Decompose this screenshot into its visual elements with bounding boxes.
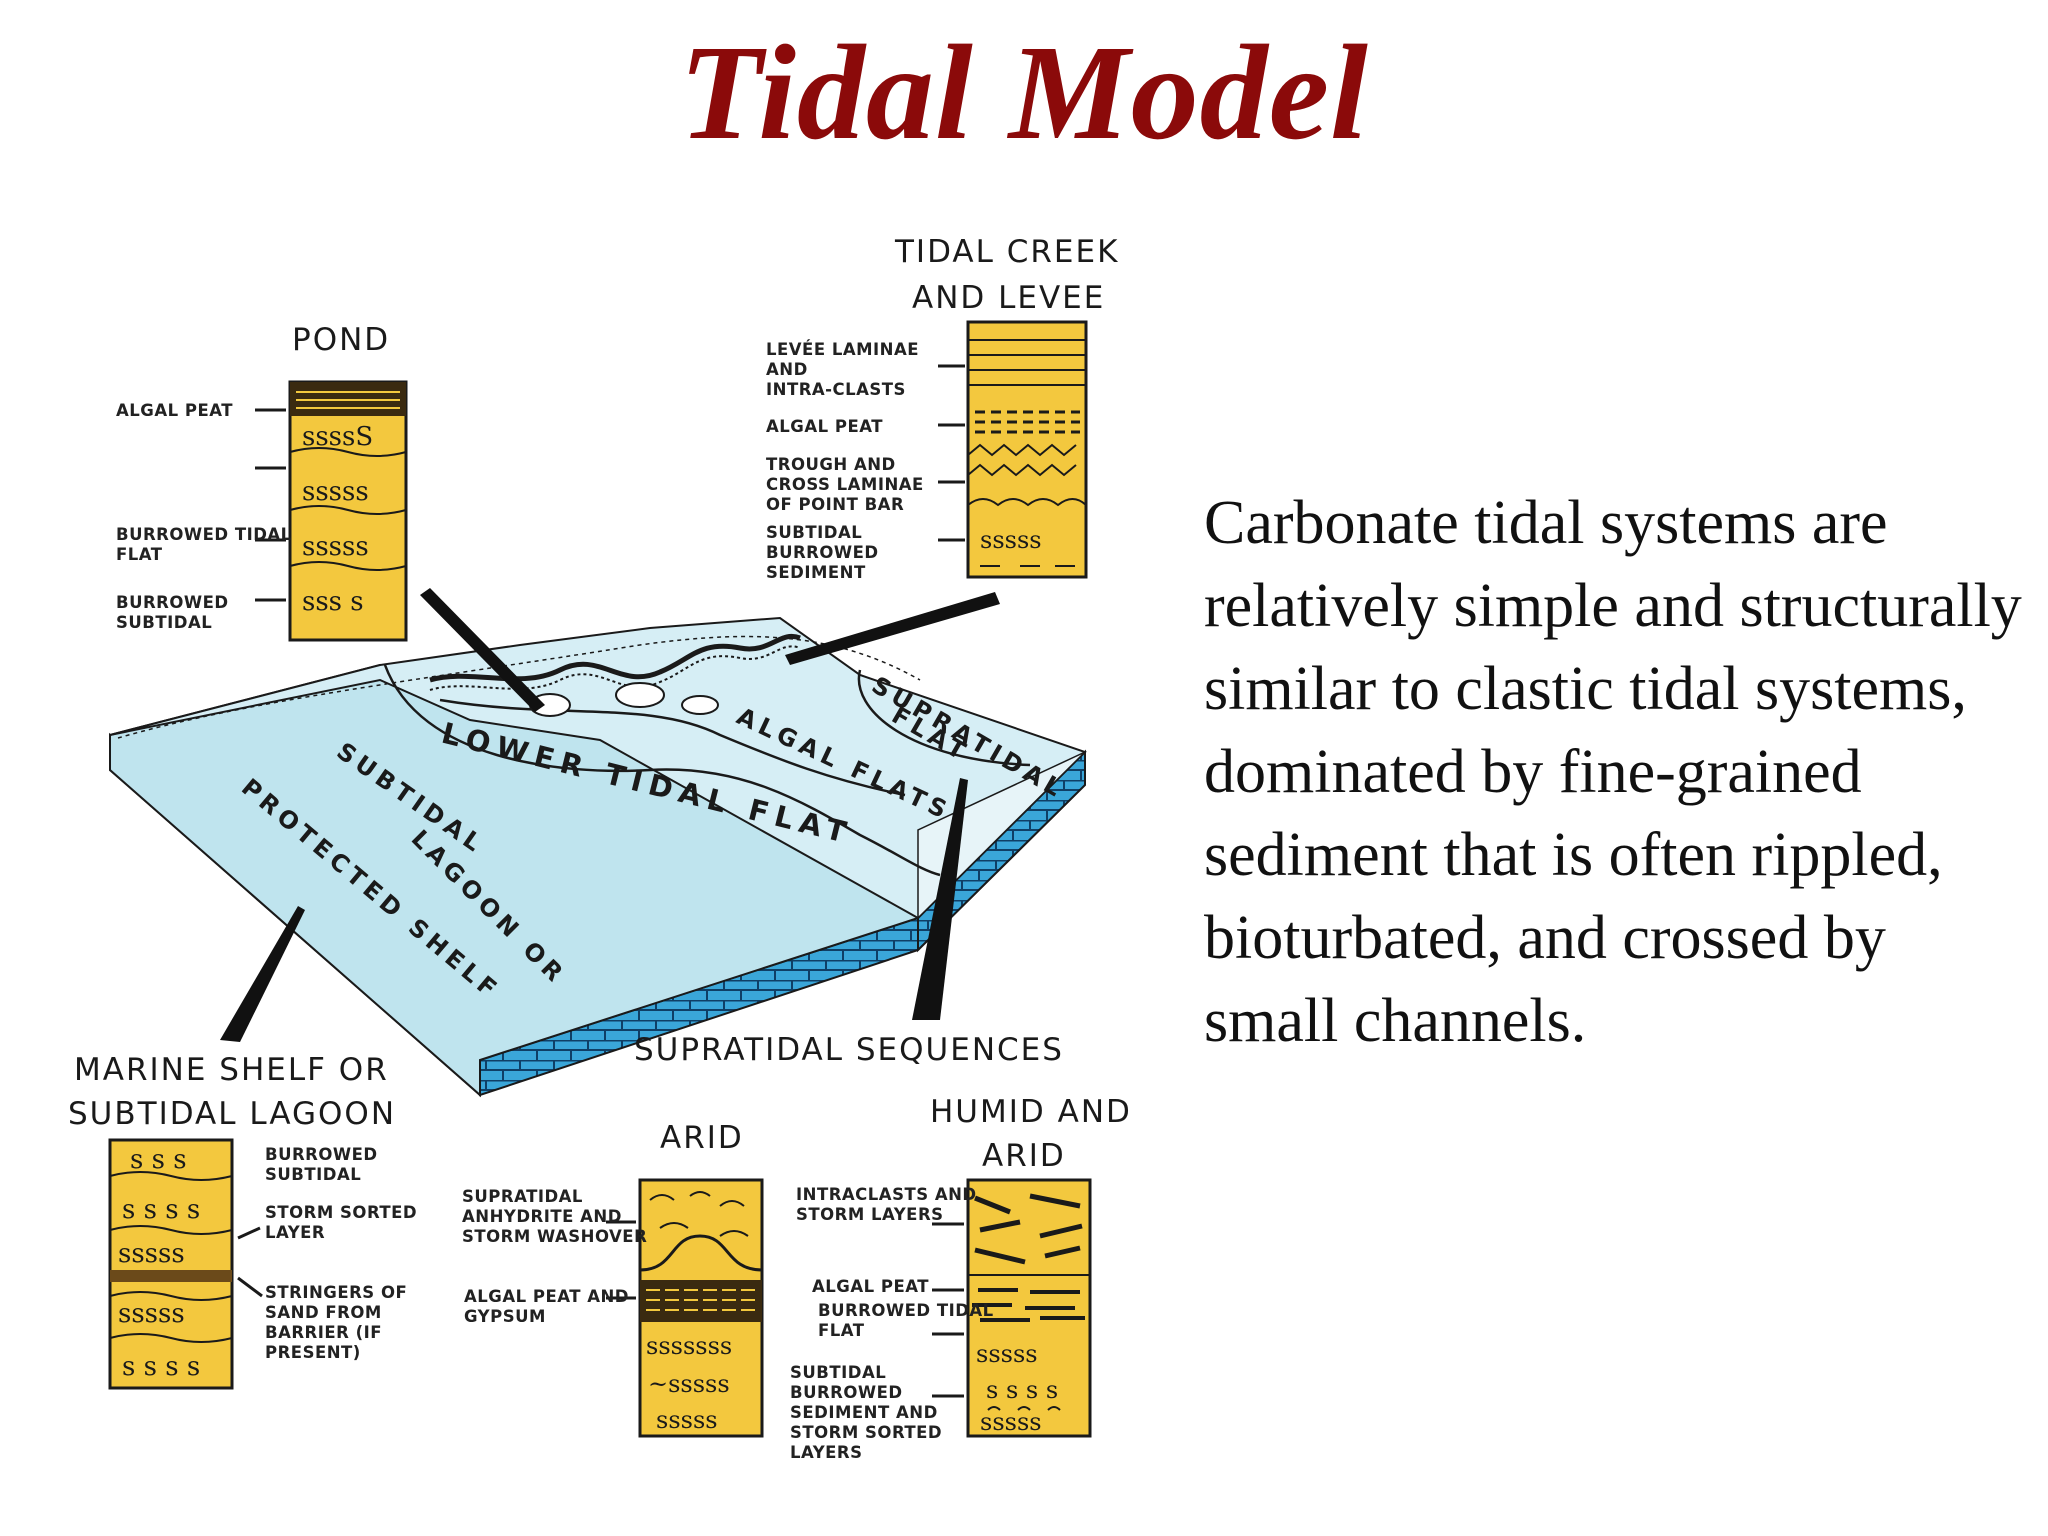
svg-text:sssss: sssss	[980, 1408, 1042, 1436]
lower-tidal-flat-boundary	[383, 664, 941, 877]
svg-text:sssss: sssss	[118, 1299, 185, 1329]
svg-text:sssss: sssss	[976, 1340, 1038, 1368]
svg-text:~sssss: ~sssss	[648, 1370, 730, 1398]
supratidal-boundary	[857, 669, 1031, 767]
supratidal-sequences-header: SUPRATIDAL SEQUENCES	[634, 1032, 1064, 1068]
svg-text:sssss: sssss	[302, 532, 369, 562]
svg-text:sssssss: sssssss	[646, 1332, 732, 1360]
tidal-creek-column: TIDAL CREEK AND LEVEE sssss LEVÉE LAMINA…	[766, 234, 1119, 582]
tidal-flat-surface	[109, 616, 1087, 920]
tidal-creek-label-algal-peat: ALGAL PEAT	[766, 417, 883, 436]
svg-text:sssss: sssss	[118, 1239, 185, 1269]
marine-shelf-column: MARINE SHELF OR SUBTIDAL LAGOON s s s s …	[68, 1052, 417, 1390]
arid-header: ARID	[660, 1120, 744, 1156]
pointer-tidal-creek	[785, 592, 1000, 665]
humid-arid-label-algal-peat: ALGAL PEAT	[812, 1277, 929, 1296]
pointer-pond	[420, 588, 545, 712]
pointer-supratidal	[912, 778, 968, 1020]
svg-text:s s s: s s s	[130, 1145, 187, 1175]
humid-arid-header-1: HUMID AND	[930, 1094, 1132, 1130]
marine-shelf-header-2: SUBTIDAL LAGOON	[68, 1096, 396, 1132]
block-diagram: LOWER TIDAL FLAT ALGAL FLATS SUPRATIDAL …	[109, 588, 1087, 1098]
description-text: Carbonate tidal systems are relatively s…	[1204, 489, 2022, 1055]
marine-shelf-header-1: MARINE SHELF OR	[74, 1052, 389, 1088]
svg-text:sssss: sssss	[656, 1406, 718, 1434]
svg-text:sssss: sssss	[302, 477, 369, 507]
svg-text:s s s s: s s s s	[122, 1195, 200, 1225]
pond-header: POND	[292, 322, 390, 358]
humid-arid-column: HUMID AND ARID sssss s s s s sssss INTRA…	[790, 1094, 1132, 1462]
svg-text:s s s s: s s s s	[986, 1376, 1058, 1404]
pond-label-algal-peat: ALGAL PEAT	[116, 401, 233, 420]
svg-text:s s s s: s s s s	[122, 1352, 200, 1382]
svg-text:sss s: sss s	[302, 587, 364, 617]
svg-text:sssss: sssss	[980, 526, 1042, 554]
pointer-marine-shelf	[220, 906, 305, 1042]
pond-column: POND ssssS sssss sssss sss s ALGAL PEAT …	[116, 322, 408, 642]
svg-text:ssssS: ssssS	[302, 422, 373, 452]
tidal-creek-header-2: AND LEVEE	[912, 280, 1105, 316]
pond-2	[615, 682, 665, 708]
humid-arid-header-2: ARID	[982, 1138, 1066, 1174]
page-title: Tidal Model	[679, 18, 1369, 168]
pond-3	[681, 695, 719, 715]
ramp-slope	[917, 751, 1086, 920]
tidal-creek-header-1: TIDAL CREEK	[894, 234, 1119, 270]
